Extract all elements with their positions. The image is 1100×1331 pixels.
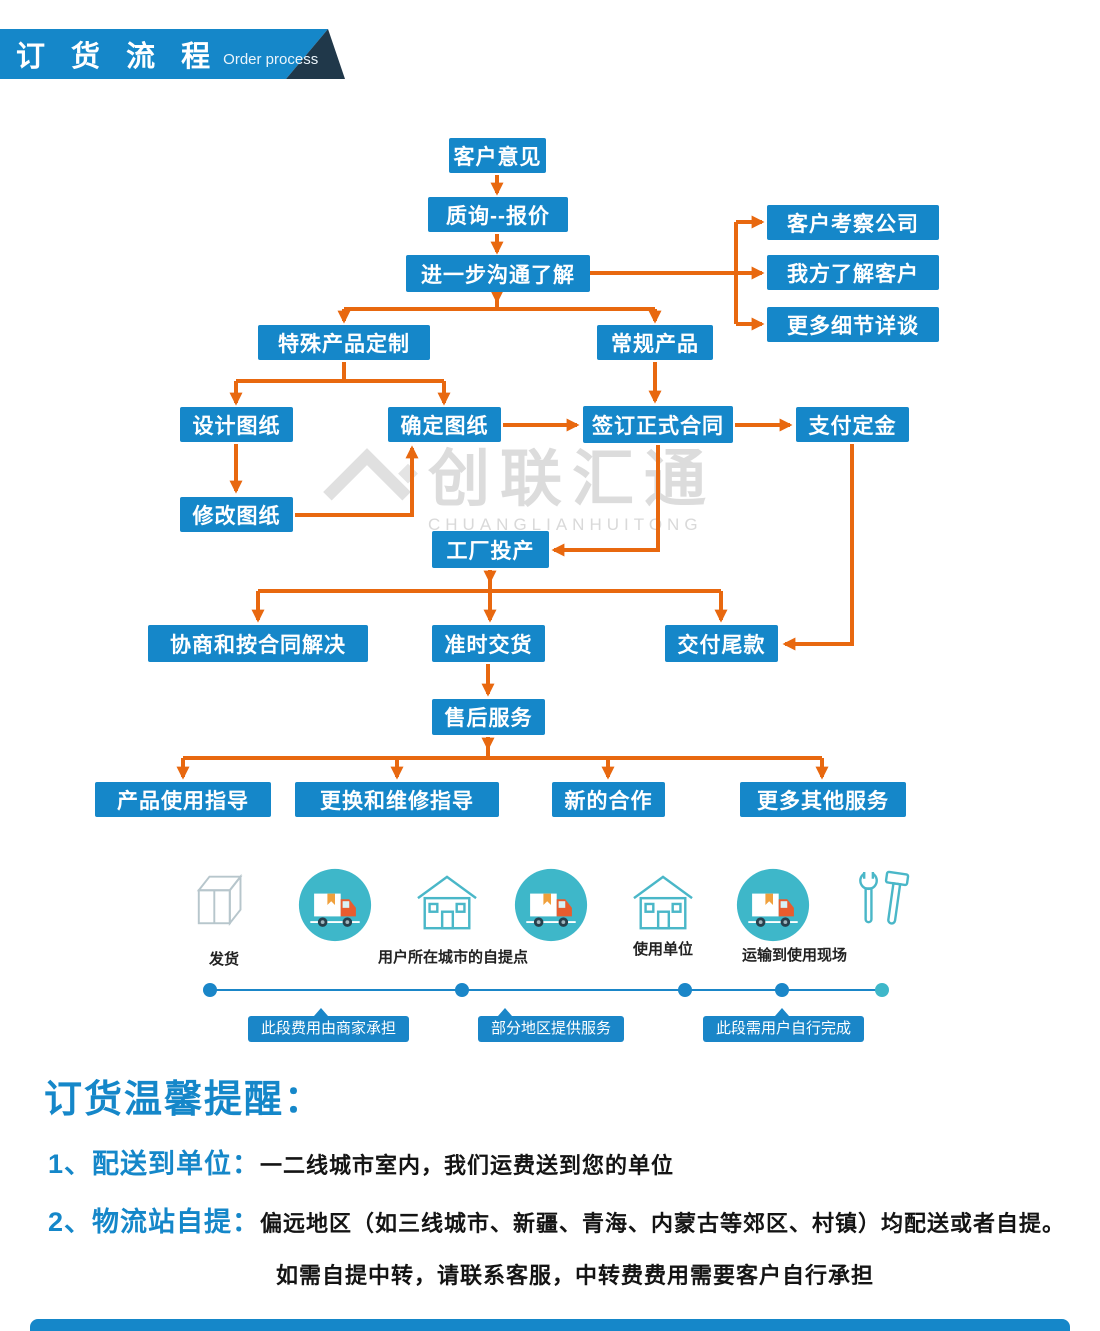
logistics-timeline (203, 983, 889, 997)
flow-node-modify-drawing: 修改图纸 (180, 497, 293, 532)
flow-node-special-custom: 特殊产品定制 (258, 325, 430, 360)
flow-node-inspect-company: 客户考察公司 (767, 205, 939, 240)
flow-node-new-cooperation: 新的合作 (552, 782, 665, 817)
order-process-banner: 订 货 流 程 Order process (0, 29, 360, 79)
flow-node-further-communication: 进一步沟通了解 (406, 255, 590, 292)
reminder-item-transfer-note: 如需自提中转，请联系客服，中转费费用需要客户自行承担 (276, 1258, 874, 1290)
flow-node-negotiate: 协商和按合同解决 (148, 625, 368, 662)
timeline-dot (775, 983, 789, 997)
page-title: 订 货 流 程 (16, 41, 220, 73)
reminder-item-prefix: 1、配送到单位： (48, 1149, 261, 1179)
truck-icon (514, 868, 588, 942)
tools-icon (859, 869, 910, 925)
reminder-title: 订货温馨提醒： (44, 1079, 325, 1121)
transport-label: 运输到使用现场 (741, 947, 847, 964)
bottom-divider-bar (30, 1319, 1070, 1331)
package-icon (196, 873, 243, 927)
flow-node-ontime-delivery: 准时交货 (432, 625, 545, 662)
pickup-point-label: 用户所在城市的自提点 (377, 949, 528, 966)
flowchart-arrows (176, 175, 854, 780)
flow-node-pay-balance: 交付尾款 (665, 625, 778, 662)
timeline-dot (455, 983, 469, 997)
flow-node-regular-product: 常规产品 (597, 325, 713, 360)
timeline-tag-merchant-cost: 此段费用由商家承担 (248, 1008, 410, 1042)
reminder-item-text: 一二线城市室内，我们运费送到您的单位 (260, 1153, 675, 1178)
timeline-dot (875, 983, 889, 997)
timeline-tag-partial-service: 部分地区提供服务 (478, 1008, 625, 1042)
flow-node-confirm-drawing: 确定图纸 (388, 407, 501, 442)
flow-node-repair-guide: 更换和维修指导 (295, 782, 499, 817)
reminder-item-prefix: 2、物流站自提： (48, 1207, 261, 1237)
truck-icon (298, 868, 372, 942)
brand-watermark: 创联汇通 CHUANGLIANHUITONG (322, 436, 802, 548)
flow-node-understand-customer: 我方了解客户 (767, 255, 939, 290)
flow-node-customer-feedback: 客户意见 (449, 138, 546, 173)
flow-node-sign-contract: 签订正式合同 (583, 406, 733, 443)
banner-ribbon-shape (0, 29, 345, 79)
reminder-item-pickup: 2、物流站自提： 偏远地区（如三线城市、新疆、青海、内蒙古等郊区、村镇）均配送或… (48, 1200, 1065, 1239)
timeline-dot (203, 983, 217, 997)
flow-node-aftersales: 售后服务 (432, 699, 545, 735)
reminder-item-text: 如需自提中转，请联系客服，中转费费用需要客户自行承担 (276, 1263, 875, 1288)
house-icon (633, 875, 693, 930)
reminder-item-text: 偏远地区（如三线城市、新疆、青海、内蒙古等郊区、村镇）均配送或者自提。 (260, 1211, 1066, 1236)
truck-icon (736, 868, 810, 942)
flow-node-inquiry-quote: 质询--报价 (428, 197, 568, 232)
flow-node-usage-guide: 产品使用指导 (95, 782, 271, 817)
house-icon (417, 875, 477, 930)
page-subtitle: Order process (223, 50, 319, 68)
user-unit-label: 使用单位 (632, 941, 693, 958)
brand-logo-icon (323, 448, 411, 536)
flow-node-more-services: 更多其他服务 (740, 782, 906, 817)
flow-node-more-details: 更多细节详谈 (767, 307, 939, 342)
timeline-tag-user-complete: 此段需用户自行完成 (703, 1008, 865, 1042)
flow-node-pay-deposit: 支付定金 (796, 407, 909, 442)
banner-text: 订 货 流 程 Order process (16, 29, 318, 79)
flow-node-design-drawing: 设计图纸 (180, 407, 293, 442)
timeline-dot (678, 983, 692, 997)
ship-label: 发货 (208, 951, 239, 968)
watermark-brand-name: 创联汇通 (428, 445, 717, 514)
flow-node-factory-production: 工厂投产 (432, 531, 549, 568)
reminder-item-delivery: 1、配送到单位： 一二线城市室内，我们运费送到您的单位 (48, 1142, 674, 1181)
